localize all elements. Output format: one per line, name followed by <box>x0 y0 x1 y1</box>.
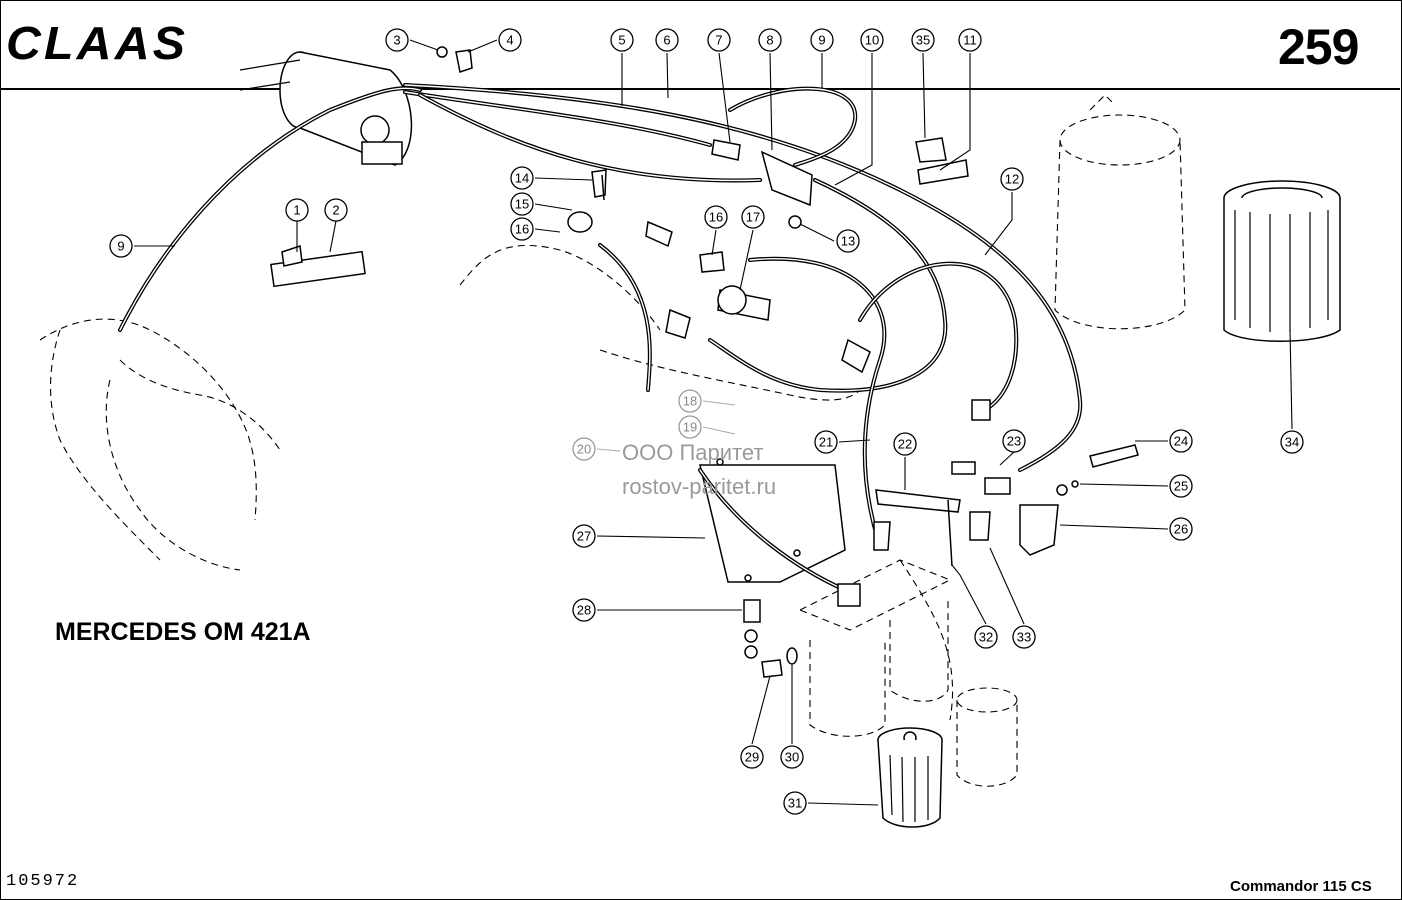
svg-text:15: 15 <box>515 197 529 212</box>
svg-text:22: 22 <box>898 437 912 452</box>
callout-30: 30 <box>780 745 804 769</box>
svg-text:11: 11 <box>963 33 977 48</box>
leader-lines <box>134 39 1293 806</box>
callout-11: 11 <box>958 28 982 52</box>
svg-text:31: 31 <box>788 796 802 811</box>
svg-text:20: 20 <box>577 442 591 457</box>
callout-24: 24 <box>1169 429 1193 453</box>
engine-outline <box>39 245 954 721</box>
svg-text:9: 9 <box>117 239 124 254</box>
callout-29: 29 <box>740 745 764 769</box>
svg-text:33: 33 <box>1017 630 1031 645</box>
callout-35: 35 <box>911 28 935 52</box>
callout-3: 3 <box>385 28 409 52</box>
svg-text:26: 26 <box>1174 522 1188 537</box>
watermark-url: rostov-paritet.ru <box>622 474 777 499</box>
svg-text:29: 29 <box>745 750 759 765</box>
svg-text:21: 21 <box>819 435 833 450</box>
callout-34: 34 <box>1280 430 1304 454</box>
watermark-company: ООО Паритет <box>622 440 764 465</box>
fuel-tank <box>239 51 413 166</box>
callout-8: 8 <box>758 28 782 52</box>
bracket <box>699 458 846 583</box>
claas-logo: CLAAS <box>6 17 189 69</box>
callout-14: 14 <box>510 166 534 190</box>
air-filter-element <box>1223 180 1341 342</box>
callout-31: 31 <box>783 791 807 815</box>
header-rule <box>0 88 1400 90</box>
fuel-lines <box>118 83 1083 592</box>
air-cleaner-housing <box>1054 94 1186 330</box>
drawing-number: 105972 <box>6 872 80 891</box>
callout-5: 5 <box>610 28 634 52</box>
svg-text:13: 13 <box>841 234 855 249</box>
svg-text:16: 16 <box>515 222 529 237</box>
svg-text:34: 34 <box>1285 435 1299 450</box>
svg-text:10: 10 <box>865 33 879 48</box>
svg-text:1: 1 <box>293 203 300 218</box>
callout-25: 25 <box>1169 474 1193 498</box>
callout-4: 4 <box>498 28 522 52</box>
fittings <box>270 46 1139 678</box>
svg-text:23: 23 <box>1007 434 1021 449</box>
callout-28: 28 <box>572 598 596 622</box>
svg-text:24: 24 <box>1174 434 1188 449</box>
engine-label: MERCEDES OM 421A <box>55 618 311 646</box>
callout-19: 19 <box>678 415 702 439</box>
svg-text:2: 2 <box>332 203 339 218</box>
callout-23: 23 <box>1002 429 1026 453</box>
model-label: Commandor 115 CS <box>1230 878 1372 895</box>
callout-9-top: 9 <box>810 28 834 52</box>
svg-text:28: 28 <box>577 603 591 618</box>
callout-17: 17 <box>741 205 765 229</box>
fuel-filter-housing <box>798 559 1018 787</box>
svg-text:35: 35 <box>916 33 930 48</box>
svg-text:17: 17 <box>746 210 760 225</box>
svg-text:19: 19 <box>683 420 697 435</box>
callout-1: 1 <box>285 198 309 222</box>
callout-12: 12 <box>1000 167 1024 191</box>
svg-text:32: 32 <box>979 630 993 645</box>
svg-text:9: 9 <box>818 33 825 48</box>
callout-21: 21 <box>814 430 838 454</box>
svg-text:14: 14 <box>515 171 529 186</box>
callout-2: 2 <box>324 198 348 222</box>
callout-13: 13 <box>836 229 860 253</box>
callout-18: 18 <box>678 389 702 413</box>
svg-text:18: 18 <box>683 394 697 409</box>
callout-26: 26 <box>1169 517 1193 541</box>
svg-text:5: 5 <box>618 33 625 48</box>
callout-6: 6 <box>655 28 679 52</box>
callout-22: 22 <box>893 432 917 456</box>
svg-text:12: 12 <box>1005 172 1019 187</box>
callout-7: 7 <box>707 28 731 52</box>
callout-10: 10 <box>860 28 884 52</box>
svg-text:8: 8 <box>766 33 773 48</box>
callout-32: 32 <box>974 625 998 649</box>
svg-text:30: 30 <box>785 750 799 765</box>
callout-15: 15 <box>510 192 534 216</box>
svg-text:4: 4 <box>506 33 513 48</box>
callout-16-left: 16 <box>510 217 534 241</box>
callout-20: 20 <box>572 437 596 461</box>
callout-9-left: 9 <box>109 234 133 258</box>
page-number: 259 <box>1278 19 1359 75</box>
fuel-filter-cartridge <box>877 727 943 828</box>
svg-text:27: 27 <box>577 529 591 544</box>
svg-text:6: 6 <box>663 33 670 48</box>
svg-text:16: 16 <box>709 210 723 225</box>
svg-text:25: 25 <box>1174 479 1188 494</box>
callout-16-right: 16 <box>704 205 728 229</box>
callout-33: 33 <box>1012 625 1036 649</box>
svg-text:7: 7 <box>715 33 722 48</box>
svg-text:3: 3 <box>393 33 400 48</box>
callout-27: 27 <box>572 524 596 548</box>
